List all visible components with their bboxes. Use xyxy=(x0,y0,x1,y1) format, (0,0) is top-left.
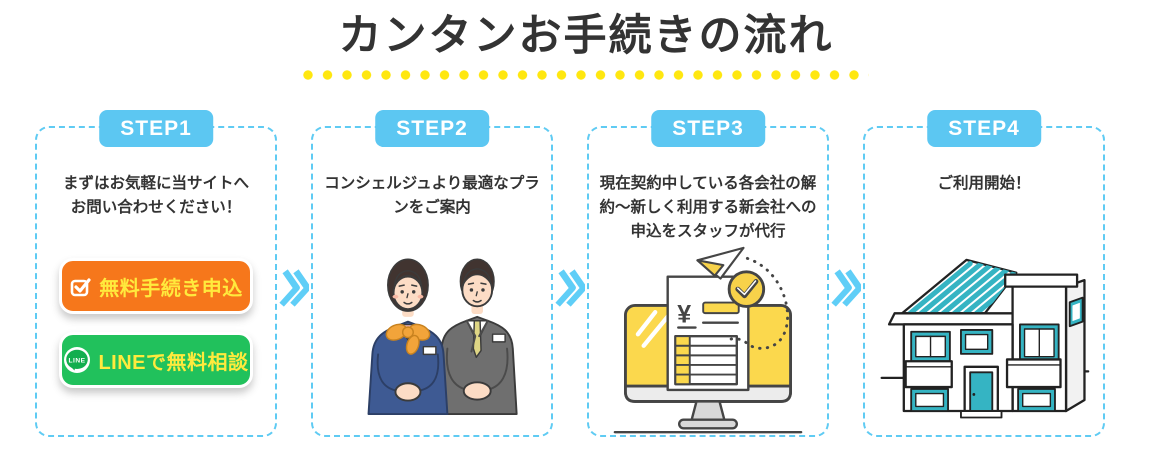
tower-roof-cap xyxy=(1004,273,1079,289)
step1-buttons: 無料手続き申込 LINE LINEで無料相談 xyxy=(37,258,275,389)
checkbox-icon xyxy=(70,278,91,297)
female-staff xyxy=(367,258,449,416)
house-illustration xyxy=(880,259,1090,419)
paper-plane-icon xyxy=(696,247,745,280)
male-staff xyxy=(436,258,518,416)
step-card-3: STEP3 現在契約中している各会社の解 約〜新しく利用する新会社への 申込をス… xyxy=(587,110,829,438)
step1-description: まずはお気軽に当サイトへ お問い合わせください！ xyxy=(62,175,249,217)
upper-left-window xyxy=(910,331,951,363)
roof-fascia xyxy=(887,312,1031,326)
line-consult-button-label: LINEで無料相談 xyxy=(98,351,249,374)
double-chevron-icon xyxy=(279,269,309,307)
step3-badge: STEP3 xyxy=(651,110,765,148)
step-card-2: STEP2 コンシェルジュより最適なプラ ンをご案内 xyxy=(311,110,553,438)
check-circle-icon xyxy=(727,270,766,309)
line-icon: LINE xyxy=(64,347,91,374)
scarf-bow xyxy=(385,324,431,356)
step4-description: ご利用開始！ xyxy=(937,175,1031,193)
step1-badge: STEP1 xyxy=(99,110,213,148)
dotted-trajectory xyxy=(729,257,789,351)
application-monitor-illustration: ¥ xyxy=(613,247,803,434)
lower-left-window xyxy=(910,388,949,413)
side-window xyxy=(1068,297,1084,328)
svg-text:¥: ¥ xyxy=(677,301,691,329)
free-apply-button[interactable]: 無料手続き申込 xyxy=(59,258,253,315)
svg-text:LINE: LINE xyxy=(69,358,86,365)
next-step-arrow-3 xyxy=(829,265,863,311)
tower-front-window xyxy=(1019,323,1060,363)
right-balcony xyxy=(1005,358,1062,389)
left-balcony xyxy=(904,360,953,389)
section-title: カンタンお手続きの流れ xyxy=(338,12,834,60)
step4-badge: STEP4 xyxy=(927,110,1041,148)
invoice-paper: ¥ xyxy=(666,275,750,392)
lower-right-window xyxy=(1017,388,1056,413)
door-step xyxy=(960,410,1003,419)
step2-description: コンシェルジュより最適なプラ ンをご案内 xyxy=(324,175,540,217)
step2-badge: STEP2 xyxy=(375,110,489,148)
step-card-1: STEP1 まずはお気軽に当サイトへ お問い合わせください！ 無料手続き申込 L xyxy=(35,110,277,438)
free-apply-button-label: 無料手続き申込 xyxy=(99,277,243,300)
title-underline-dots xyxy=(303,70,869,81)
solar-roof xyxy=(900,259,1018,315)
step-card-4: STEP4 ご利用開始！ xyxy=(863,110,1105,438)
steps-row: STEP1 まずはお気軽に当サイトへ お問い合わせください！ 無料手続き申込 L xyxy=(35,110,1172,438)
double-chevron-icon xyxy=(831,269,861,307)
line-consult-button[interactable]: LINE LINEで無料相談 xyxy=(59,332,253,389)
concierge-illustration xyxy=(367,258,518,416)
step3-description: 現在契約中している各会社の解 約〜新しく利用する新会社への 申込をスタッフが代行 xyxy=(599,175,817,241)
next-step-arrow-2 xyxy=(553,265,587,311)
next-step-arrow-1 xyxy=(277,265,311,311)
double-chevron-icon xyxy=(555,269,585,307)
front-door xyxy=(963,365,999,413)
upper-center-window xyxy=(960,329,994,356)
